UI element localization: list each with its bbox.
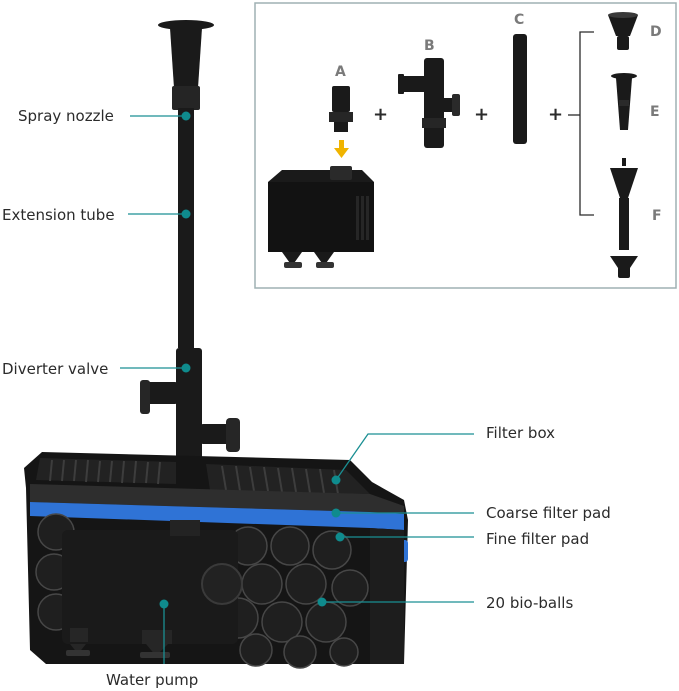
insert-arrow [334,140,349,158]
label-spray-nozzle: Spray nozzle [18,107,114,125]
plus-2: + [474,104,490,125]
tube-c [513,34,527,144]
inset-pump [268,166,374,268]
plus-1: + [373,104,389,125]
adapter-a [329,86,353,132]
letter-b: B [424,38,435,54]
letter-f: F [652,208,662,224]
letter-c: C [514,12,525,28]
letter-a: A [335,64,346,80]
nozzle-e [611,73,637,130]
options-bracket [579,31,594,216]
diverter-valve [140,348,240,460]
label-coarse-filter-pad: Coarse filter pad [486,504,611,522]
label-filter-box: Filter box [486,424,556,442]
leader-dots [159,111,345,609]
label-extension-tube: Extension tube [2,206,115,224]
bio-balls [35,513,369,669]
label-water-pump: Water pump [106,671,199,689]
plus-3: + [548,104,564,125]
main-water-pump [62,520,243,658]
spray-nozzle [158,20,214,110]
coarse-pad [30,484,404,514]
letter-e: E [650,104,660,120]
label-diverter-valve: Diverter valve [2,360,109,378]
label-fine-filter-pad: Fine filter pad [486,530,590,548]
nozzle-f [610,158,638,278]
letter-d: D [650,24,662,40]
tee-b [398,58,460,148]
label-bio-balls: 20 bio-balls [486,594,574,612]
nozzle-d [608,12,638,50]
leader-lines [120,115,474,664]
fine-pad [30,502,404,530]
extension-tube [178,108,194,348]
